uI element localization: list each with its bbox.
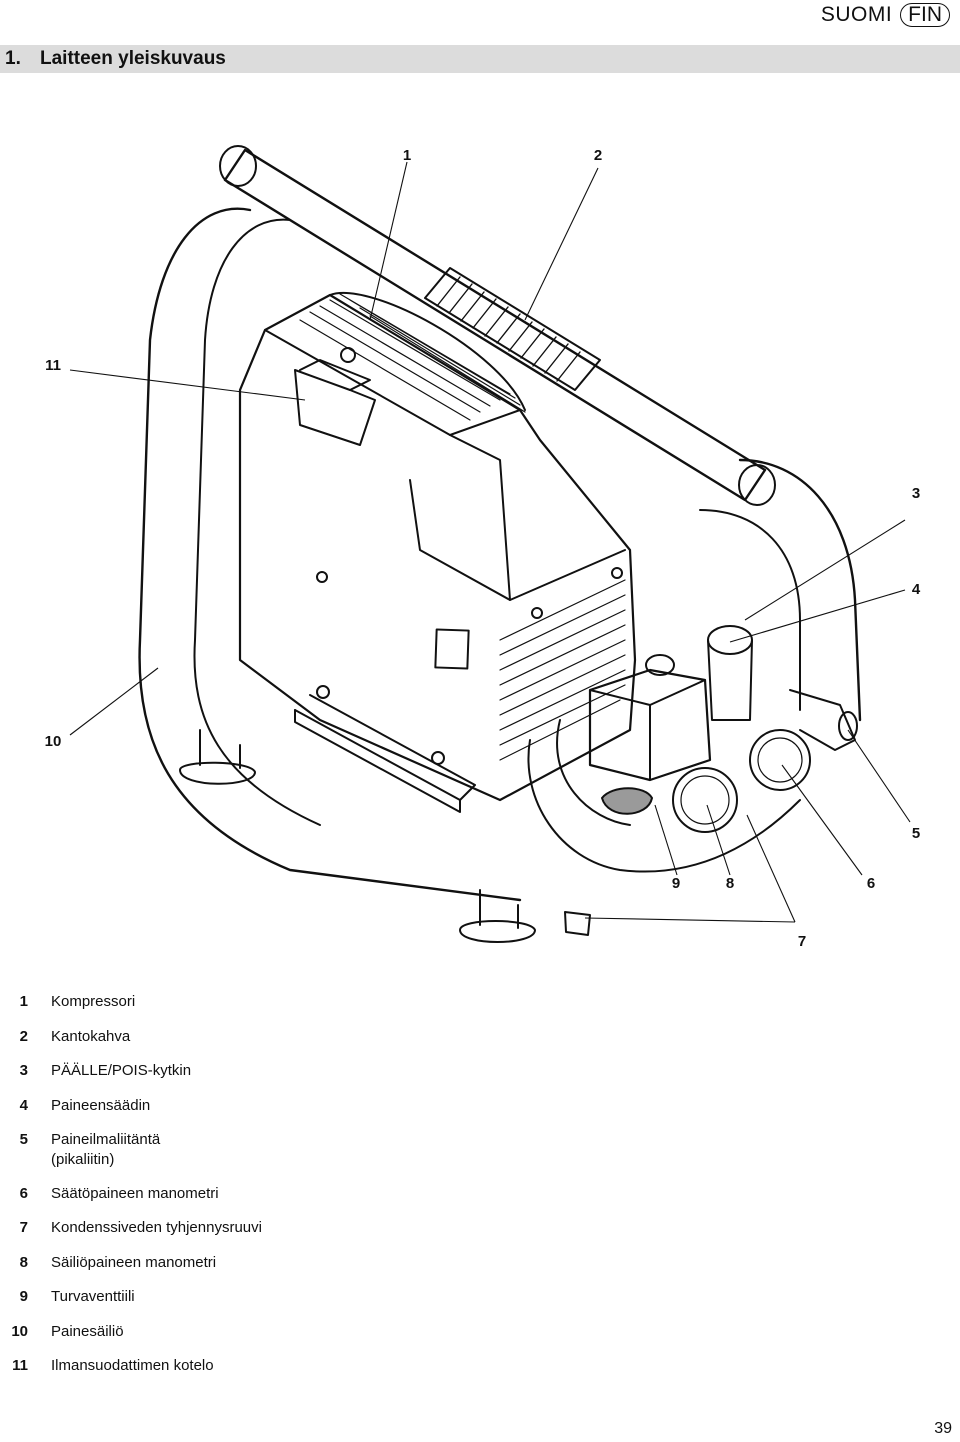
callout-8: 8	[726, 875, 734, 892]
page-number: 39	[934, 1420, 952, 1437]
callout-1: 1	[403, 147, 411, 164]
frame-tube-right	[738, 458, 862, 722]
legend-label: Säätöpaineen manometri	[51, 1185, 219, 1202]
compressor-illustration: 1 2 3 4 5 6 7 8 9 10 11	[45, 145, 921, 950]
foot-left	[179, 761, 256, 785]
legend-label: Turvaventtiili	[51, 1288, 135, 1305]
legend-number: 11	[12, 1357, 28, 1374]
legend-number: 7	[19, 1219, 28, 1236]
legend-label: Ilmansuodattimen kotelo	[51, 1357, 214, 1374]
legend-number: 9	[19, 1288, 28, 1305]
legend-number: 2	[19, 1028, 28, 1045]
legend-number: 5	[19, 1131, 28, 1148]
frame-bottom-tube	[527, 739, 801, 873]
legend-number: 1	[19, 993, 28, 1010]
legend-number: 4	[19, 1097, 28, 1114]
callout-9: 9	[672, 875, 680, 892]
base-plate	[294, 694, 476, 801]
leader-lines	[69, 161, 911, 923]
callout-numbers: 1 2 3 4 5 6 7 8 9 10 11	[45, 147, 921, 950]
handle-grip	[424, 267, 601, 391]
legend-label: Paineilmaliitäntä	[51, 1131, 161, 1148]
legend-number: 3	[19, 1062, 28, 1079]
legend-label: Säiliöpaineen manometri	[51, 1254, 217, 1271]
legend-label: Painesäiliö	[51, 1323, 124, 1340]
legend-label: Kondenssiveden tyhjennysruuvi	[51, 1219, 262, 1236]
language-indicator: SUOMI FIN	[821, 2, 950, 28]
callout-3: 3	[912, 485, 920, 502]
language-name: SUOMI	[820, 3, 893, 26]
drain-screw	[564, 911, 591, 936]
legend-label: Kantokahva	[51, 1028, 131, 1045]
callout-10: 10	[45, 733, 62, 750]
gauge-tank	[672, 767, 738, 833]
callout-2: 2	[594, 147, 602, 164]
filter-housing	[294, 369, 376, 446]
section-title-text: Laitteen yleiskuvaus	[40, 48, 226, 69]
foot-right	[459, 920, 536, 943]
gauge-regulated	[749, 729, 811, 791]
section-title: 1. Laitteen yleiskuvaus	[5, 48, 226, 70]
legend-number: 6	[19, 1185, 28, 1202]
carry-handle	[223, 148, 767, 502]
callout-11: 11	[45, 357, 61, 374]
callout-5: 5	[912, 825, 920, 842]
pressure-switch	[588, 668, 712, 782]
legend-label: PÄÄLLE/POIS-kytkin	[51, 1062, 192, 1079]
safety-valve	[601, 787, 653, 815]
legend-number: 10	[11, 1323, 28, 1340]
frame-tube-left	[138, 207, 522, 902]
callout-7: 7	[798, 933, 806, 950]
callout-4: 4	[912, 581, 921, 598]
legend-number: 8	[19, 1254, 28, 1271]
legend-label-line2: (pikaliitin)	[51, 1151, 115, 1168]
section-header-bar: 1. Laitteen yleiskuvaus	[0, 45, 960, 73]
pressure-regulator-knob	[707, 625, 753, 655]
compressor-housing	[238, 293, 637, 802]
legend-label: Paineensäädin	[51, 1097, 151, 1114]
legend-label: Kompressori	[51, 993, 136, 1010]
language-code-badge: FIN	[900, 3, 950, 27]
section-number: 1.	[5, 48, 21, 69]
callout-6: 6	[867, 875, 875, 892]
